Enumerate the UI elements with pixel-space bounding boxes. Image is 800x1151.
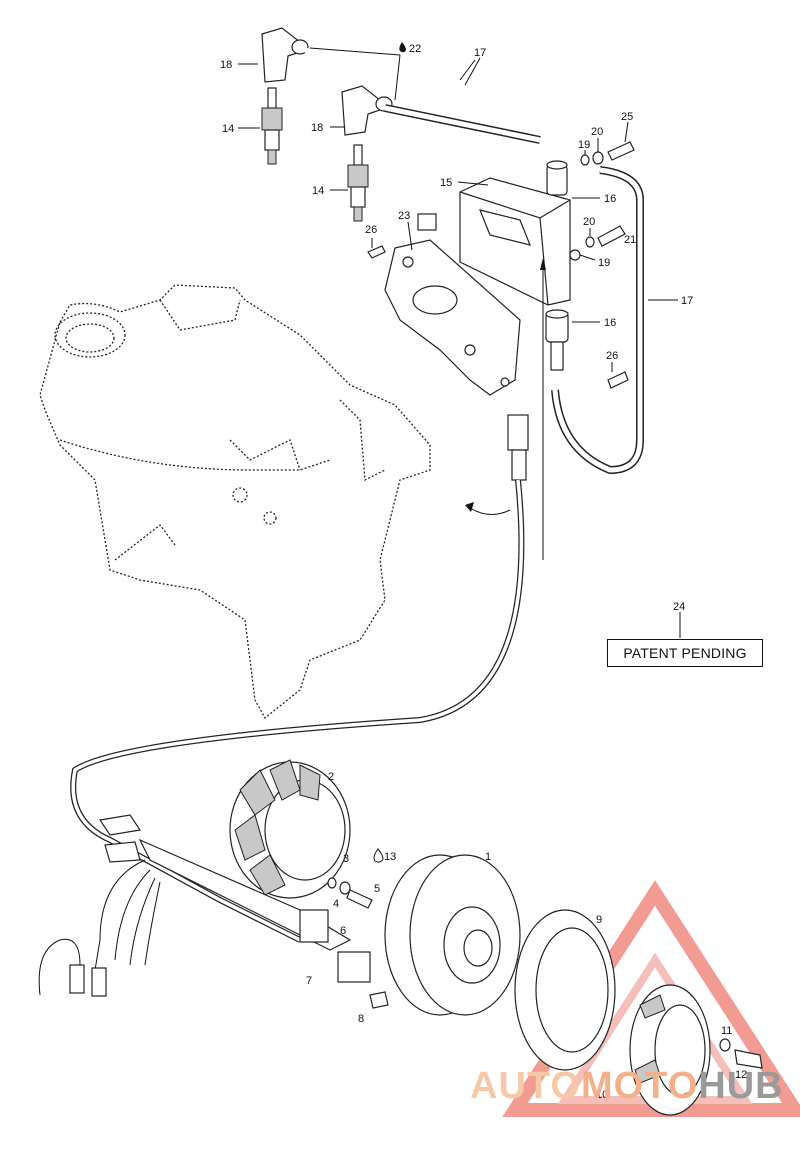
callout-14-upper: 14 [222, 123, 234, 135]
callout-19-upper: 19 [578, 139, 590, 151]
stator [229, 759, 351, 899]
callout-3: 3 [343, 853, 349, 865]
spark-plug-lower [347, 144, 369, 222]
flywheel [384, 854, 521, 1016]
callout-26-lower: 26 [606, 350, 618, 362]
callout-20-lower: 20 [583, 216, 595, 228]
callout-19-lower: 19 [598, 257, 610, 269]
callout-11: 11 [721, 1025, 732, 1037]
mounting-bracket [384, 239, 521, 396]
callout-10: 10 [596, 1089, 608, 1101]
starter-cup [629, 984, 711, 1116]
high-tension-wire [304, 47, 644, 475]
watermark-part-moto: MOTO [580, 1065, 699, 1107]
callout-8: 8 [358, 1013, 364, 1025]
callout-5: 5 [374, 883, 380, 895]
wire-harness [38, 258, 546, 997]
liquid-drop-icon [373, 848, 384, 863]
callout-17-upper: 17 [474, 47, 486, 59]
oil-tank-outline [39, 284, 431, 719]
callout-25: 25 [621, 111, 633, 123]
stator-screws [327, 877, 373, 909]
watermark-text: AUTOMOTOHUB [470, 1065, 784, 1108]
callout-14-lower: 14 [312, 185, 324, 197]
ring-gear [514, 909, 616, 1071]
callout-18-lower: 18 [311, 122, 323, 134]
callout-4: 4 [333, 898, 339, 910]
callout-1: 1 [485, 851, 491, 863]
callout-26-upper: 26 [365, 224, 377, 236]
callout-20-upper: 20 [591, 126, 603, 138]
spark-plug-upper [261, 87, 283, 165]
callout-15: 15 [440, 177, 452, 189]
callout-13: 13 [384, 851, 396, 863]
trigger-coil-assembly [138, 838, 389, 1009]
callout-23: 23 [398, 210, 410, 222]
callout-6: 6 [340, 925, 346, 937]
callout-17-lower: 17 [681, 295, 693, 307]
callout-22: 22 [409, 43, 421, 55]
callout-18-upper: 18 [220, 59, 232, 71]
callout-labels: 18 14 18 14 22 17 15 23 26 19 20 25 16 2… [220, 43, 747, 1101]
callout-24: 24 [673, 601, 685, 613]
callout-21: 21 [624, 234, 636, 246]
oil-drop-icon [399, 42, 406, 53]
watermark-part-auto: AUTO [470, 1065, 581, 1107]
callout-leaders [238, 47, 681, 638]
wire-boot-upper [546, 160, 568, 196]
callout-16-upper: 16 [604, 193, 616, 205]
callout-16-lower: 16 [604, 317, 616, 329]
flywheel-nut [719, 1038, 763, 1069]
callout-9: 9 [596, 914, 602, 926]
spark-plug-cap-upper [261, 27, 309, 83]
wire-boot-lower [545, 309, 569, 371]
callout-2: 2 [328, 771, 334, 783]
callout-7: 7 [306, 975, 312, 987]
patent-pending-label: PATENT PENDING [607, 639, 763, 667]
callout-12: 12 [735, 1069, 747, 1081]
hardware-small [367, 141, 635, 389]
watermark-part-hub: HUB [698, 1065, 784, 1107]
